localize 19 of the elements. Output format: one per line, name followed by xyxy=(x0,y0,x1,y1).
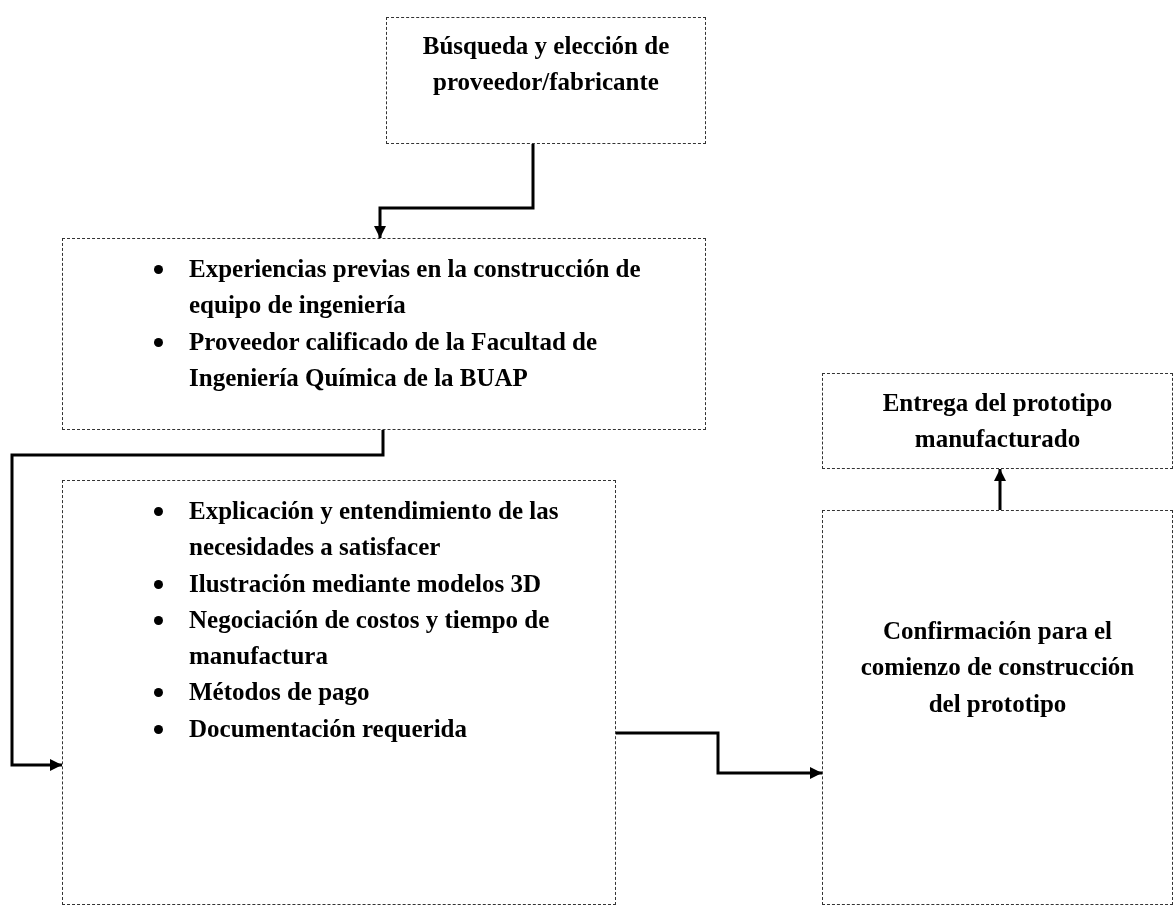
arrow xyxy=(10,430,385,771)
step-text: Entrega del prototipo manufacturado xyxy=(881,387,1114,454)
process-box xyxy=(62,480,616,905)
step-text: Confirmación para el comienzo de construcción del prototipo xyxy=(859,616,1136,719)
bullet-item: Negociación de costos y tiempo de manufactura xyxy=(189,605,550,669)
arrow xyxy=(616,731,822,779)
bullet-item: Métodos de pago xyxy=(189,678,370,706)
bullet-item: Proveedor calificado de la Facultad de Ingeniería Química de la BUAP xyxy=(189,327,598,391)
process-box xyxy=(386,17,706,144)
arrow xyxy=(994,469,1006,510)
bullet-item: Ilustración mediante modelos 3D xyxy=(189,569,542,597)
bullet-item: Experiencias previas en la construcción de equipo de ingeniería xyxy=(189,255,641,319)
process-box xyxy=(822,510,1173,905)
process-box xyxy=(62,238,706,430)
step-text: Búsqueda y elección de proveedor/fabricante xyxy=(421,31,671,98)
bullet-item: Documentación requerida xyxy=(189,714,467,742)
process-box xyxy=(822,373,1173,469)
arrow xyxy=(374,144,535,238)
bullet-item: Explicación y entendimiento de las necesidades a satisfacer xyxy=(189,497,559,561)
